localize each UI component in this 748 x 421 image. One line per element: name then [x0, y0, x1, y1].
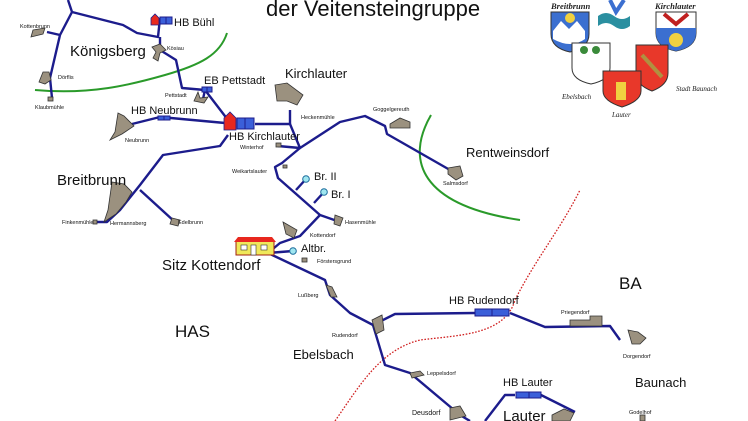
facility-label: Br. II [314, 171, 337, 183]
svg-text:Förstersgrund: Förstersgrund [317, 259, 351, 265]
region-label: BA [619, 274, 642, 293]
well-icon [289, 247, 297, 255]
svg-text:Weikartslauter: Weikartslauter [232, 169, 267, 175]
svg-text:Ebelsbach: Ebelsbach [561, 93, 592, 101]
municipality-label: Baunach [635, 375, 686, 390]
region-label: HAS [175, 322, 210, 341]
svg-text:Pettstadt: Pettstadt [165, 93, 187, 99]
svg-text:Kösiau: Kösiau [167, 46, 184, 52]
svg-text:Priegendorf: Priegendorf [561, 310, 590, 316]
svg-text:Neubrunn: Neubrunn [125, 138, 149, 144]
house-icon [150, 13, 160, 26]
facility-label: Altbr. [301, 243, 326, 255]
municipality-label: Königsberg [70, 43, 146, 60]
facility-label: HB Bühl [174, 17, 214, 29]
svg-text:Hermannsberg: Hermannsberg [110, 221, 146, 227]
svg-text:Winterhof: Winterhof [240, 145, 264, 151]
svg-text:Dörflis: Dörflis [58, 75, 74, 81]
reservoir-icons [157, 16, 542, 399]
coats-of-arms-logo: Breitbrunn Kirchlauter Ebelsbach Lauter … [550, 0, 718, 119]
municipality-label: Kirchlauter [285, 66, 348, 81]
svg-text:Leppelsdorf: Leppelsdorf [427, 371, 456, 377]
svg-text:Hasenmühle: Hasenmühle [345, 220, 376, 226]
svg-text:Kottendorf: Kottendorf [310, 233, 336, 239]
svg-text:Deusdorf: Deusdorf [412, 410, 440, 417]
svg-text:Rudendorf: Rudendorf [332, 333, 358, 339]
svg-text:Edelbrunn: Edelbrunn [178, 220, 203, 226]
svg-text:Godelhof: Godelhof [629, 410, 652, 416]
municipal-boundary [418, 114, 521, 221]
village-shapes [30, 27, 647, 421]
village-labels: Kottenbrunn Kösiau Dörflis Klaubmühle Pe… [20, 24, 652, 417]
municipality-label: Ebelsbach [293, 347, 354, 362]
well-icon [302, 175, 310, 183]
well-icon [320, 188, 328, 196]
svg-text:Stadt Baunach: Stadt Baunach [676, 85, 718, 93]
svg-text:Kirchlauter: Kirchlauter [654, 1, 696, 11]
municipality-label: Rentweinsdorf [466, 145, 549, 160]
svg-text:Lußberg: Lußberg [298, 293, 319, 299]
municipal-boundary [34, 32, 228, 93]
facility-label: HB Neubrunn [131, 105, 198, 117]
facility-label: HB Kirchlauter [229, 131, 300, 143]
district-boundary [334, 189, 581, 421]
svg-text:Kottenbrunn: Kottenbrunn [20, 24, 50, 30]
svg-text:Salmsdorf: Salmsdorf [443, 181, 468, 187]
svg-text:Klaubmühle: Klaubmühle [35, 105, 64, 111]
house-icon [223, 111, 237, 131]
svg-text:Dorgendorf: Dorgendorf [623, 354, 651, 360]
municipality-label: Lauter [503, 408, 546, 421]
municipality-label: Breitbrunn [57, 172, 126, 189]
facility-label: HB Rudendorf [449, 295, 520, 307]
svg-text:Heckenmühle: Heckenmühle [301, 115, 335, 121]
facility-label: EB Pettstadt [204, 75, 265, 87]
facility-label: Sitz Kottendorf [162, 257, 261, 274]
map-title: der Veitensteingruppe [266, 0, 480, 21]
svg-text:Goggelgereuth: Goggelgereuth [373, 107, 409, 113]
svg-text:Breitbrunn: Breitbrunn [550, 1, 590, 11]
svg-text:Finkenmühle: Finkenmühle [62, 220, 94, 226]
svg-text:Lauter: Lauter [611, 111, 631, 119]
facility-label: HB Lauter [503, 377, 553, 389]
office-building-icon [234, 237, 276, 256]
facility-label: Br. I [331, 189, 351, 201]
